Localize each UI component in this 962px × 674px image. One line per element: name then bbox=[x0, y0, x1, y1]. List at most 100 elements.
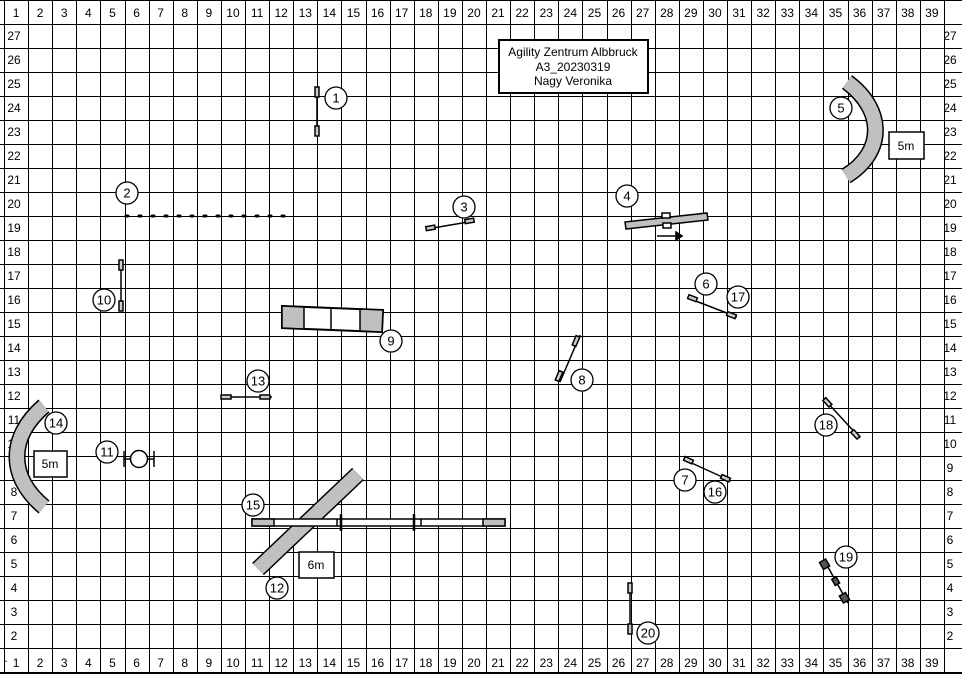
column-label: 9 bbox=[206, 656, 213, 670]
column-label: 31 bbox=[732, 656, 746, 670]
row-label: 9 bbox=[947, 461, 954, 475]
row-label: 14 bbox=[7, 341, 21, 355]
row-label: 22 bbox=[7, 149, 21, 163]
column-label: 36 bbox=[853, 656, 867, 670]
row-label: 4 bbox=[11, 581, 18, 595]
corner-mark: . bbox=[4, 651, 7, 665]
row-label: 11 bbox=[8, 413, 21, 427]
jump-obstacle-10 bbox=[118, 259, 124, 312]
svg-text:6: 6 bbox=[702, 277, 709, 292]
column-label: 19 bbox=[443, 656, 457, 670]
column-label: 15 bbox=[347, 6, 361, 20]
obstacle-number-1: 1 bbox=[324, 86, 348, 110]
row-label: 13 bbox=[7, 365, 21, 379]
column-label: 1 bbox=[13, 656, 20, 670]
column-label: 24 bbox=[564, 6, 578, 20]
row-label: 2 bbox=[11, 629, 18, 643]
obstacle-number-2: 2 bbox=[115, 181, 139, 205]
svg-text:14: 14 bbox=[49, 416, 63, 431]
column-label: 6 bbox=[133, 656, 140, 670]
column-label: 22 bbox=[515, 6, 529, 20]
column-label: 17 bbox=[395, 6, 409, 20]
obstacle-number-19: 19 bbox=[834, 545, 858, 569]
column-label: 20 bbox=[467, 6, 481, 20]
column-label: 35 bbox=[829, 6, 843, 20]
row-label: 3 bbox=[11, 605, 18, 619]
column-label: 33 bbox=[781, 656, 795, 670]
row-label: 25 bbox=[7, 77, 21, 91]
column-label: 18 bbox=[419, 6, 433, 20]
column-label: 38 bbox=[901, 6, 915, 20]
column-label: 20 bbox=[467, 656, 481, 670]
row-label: 18 bbox=[7, 245, 21, 259]
svg-text:19: 19 bbox=[839, 550, 853, 565]
svg-text:13: 13 bbox=[251, 374, 265, 389]
column-label: 12 bbox=[274, 6, 288, 20]
column-label: 13 bbox=[299, 6, 313, 20]
jump-obstacle-3 bbox=[424, 217, 476, 232]
row-label: 7 bbox=[11, 509, 18, 523]
column-label: 27 bbox=[636, 6, 650, 20]
svg-text:17: 17 bbox=[731, 290, 745, 305]
column-label: 11 bbox=[251, 656, 264, 670]
column-label: 39 bbox=[925, 656, 939, 670]
svg-text:8: 8 bbox=[578, 373, 585, 388]
row-label: 8 bbox=[947, 485, 954, 499]
obstacle-number-14: 14 bbox=[44, 411, 68, 435]
column-label: 16 bbox=[371, 6, 385, 20]
jump-obstacle-20 bbox=[627, 582, 633, 635]
column-label: 30 bbox=[708, 6, 722, 20]
row-label: 24 bbox=[943, 101, 957, 115]
seesaw-obstacle-4 bbox=[624, 212, 709, 242]
obstacle-number-20: 20 bbox=[636, 621, 660, 645]
column-label: 4 bbox=[85, 6, 92, 20]
obstacle-number-3: 3 bbox=[452, 195, 476, 219]
svg-text:1: 1 bbox=[332, 91, 339, 106]
column-label: 8 bbox=[181, 656, 188, 670]
row-label: 26 bbox=[943, 53, 957, 67]
column-label: 14 bbox=[323, 6, 337, 20]
obstacle-number-18: 18 bbox=[814, 413, 838, 437]
obstacle-number-13: 13 bbox=[246, 369, 270, 393]
tunnel-5-length: 5m bbox=[898, 139, 915, 153]
column-label: 7 bbox=[157, 656, 164, 670]
column-label: 33 bbox=[781, 6, 795, 20]
row-label: 5 bbox=[947, 557, 954, 571]
column-label: 14 bbox=[323, 656, 337, 670]
row-label: 14 bbox=[943, 341, 957, 355]
column-label: 37 bbox=[877, 6, 891, 20]
obstacle-number-17: 17 bbox=[726, 285, 750, 309]
column-label: 32 bbox=[756, 656, 770, 670]
row-label: 20 bbox=[7, 197, 21, 211]
svg-text:16: 16 bbox=[708, 485, 722, 500]
jump-obstacle-7-16 bbox=[682, 455, 732, 483]
column-label: 26 bbox=[612, 656, 626, 670]
row-label: 11 bbox=[944, 413, 957, 427]
row-label: 19 bbox=[943, 221, 957, 235]
obstacle-number-5: 5 bbox=[829, 96, 853, 120]
column-label: 26 bbox=[612, 6, 626, 20]
svg-text:15: 15 bbox=[246, 498, 260, 513]
column-label: 25 bbox=[588, 6, 602, 20]
jump-obstacle-6-17 bbox=[686, 293, 738, 320]
row-label: 21 bbox=[7, 173, 21, 187]
column-label: 35 bbox=[829, 656, 843, 670]
column-label: 28 bbox=[660, 656, 674, 670]
column-label: 3 bbox=[61, 6, 68, 20]
column-label: 30 bbox=[708, 656, 722, 670]
column-label: 6 bbox=[133, 6, 140, 20]
row-label: 6 bbox=[11, 533, 18, 547]
column-label: 7 bbox=[157, 6, 164, 20]
svg-text:20: 20 bbox=[641, 626, 655, 641]
svg-text:18: 18 bbox=[819, 418, 833, 433]
tunnel-12-length: 6m bbox=[308, 558, 325, 572]
column-label: 23 bbox=[540, 656, 554, 670]
column-label: 23 bbox=[540, 6, 554, 20]
row-label: 27 bbox=[7, 29, 21, 43]
column-label: 9 bbox=[206, 6, 213, 20]
row-label: 12 bbox=[7, 389, 21, 403]
column-label: 38 bbox=[901, 656, 915, 670]
column-label: 10 bbox=[226, 6, 240, 20]
